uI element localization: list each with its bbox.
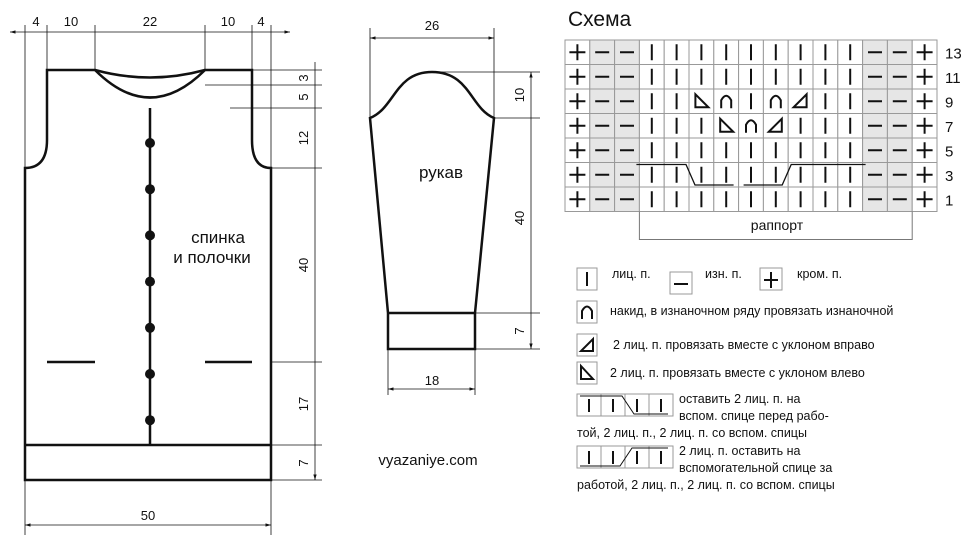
k2tog-right-symbol: [766, 116, 783, 133]
repeat-label: раппорт: [751, 217, 804, 233]
legend-symbols: [576, 267, 783, 469]
cable-front-symbol: [636, 163, 734, 186]
row-label: 9: [945, 94, 953, 111]
row-label: 13: [945, 45, 962, 62]
button-dot: [145, 276, 155, 287]
button-dot: [145, 322, 155, 333]
row-label: 3: [945, 168, 953, 185]
button-dot: [145, 415, 155, 426]
legend-k2tog-right: 2 лиц. п. провязать вместе с уклоном впр…: [613, 338, 875, 352]
chart-cell: [738, 186, 764, 212]
legend-cable-front: вспом. спице перед рабо-: [679, 409, 829, 423]
dim-top: 4: [32, 14, 39, 29]
repeat-bracket: [638, 211, 913, 240]
dim-side: 3: [296, 74, 311, 81]
sleeve-dim-side: 7: [512, 327, 527, 334]
cable-back-symbol: [743, 163, 866, 186]
body-piece: [10, 25, 322, 535]
legend-purl: изн. п.: [705, 267, 742, 281]
body-dimensions: 4 10 22 10 4 3 5 12 40 17 7 50: [32, 14, 311, 523]
dim-top: 4: [257, 14, 264, 29]
legend-cable-front: той, 2 лиц. п., 2 лиц. п. со вспом. спиц…: [577, 426, 807, 440]
chart-cell: [738, 113, 764, 139]
dim-side: 7: [296, 459, 311, 466]
legend-edge: кром. п.: [797, 267, 843, 281]
chart-cell: [713, 88, 740, 114]
dim-side: 40: [296, 258, 311, 272]
yarn-over-symbol: [769, 94, 782, 109]
row-label: 7: [945, 119, 953, 136]
chart-cell: [589, 186, 616, 212]
body-label: спинка: [191, 228, 245, 247]
button-dot: [145, 184, 155, 195]
watermark: vyazaniye.com: [378, 452, 477, 469]
legend-cable-back: 2 лиц. п. оставить на: [679, 444, 801, 458]
chart-cell: [837, 88, 864, 114]
sleeve-dim-side: 40: [512, 211, 527, 225]
legend-cable-back: вспомогательной спице за: [679, 461, 833, 475]
legend-k2tog-left: 2 лиц. п. провязать вместе с уклоном вле…: [610, 366, 865, 380]
button-dot: [145, 230, 155, 241]
k2tog-right-symbol: [791, 91, 808, 109]
legend-cable-back: работой, 2 лиц. п., 2 лиц. п. со вспом. …: [577, 478, 835, 492]
sleeve-dim-top: 26: [425, 18, 439, 33]
legend-knit: лиц. п.: [612, 267, 651, 281]
legend-yarn-over: накид, в изнаночном ряду провязать изнан…: [610, 304, 894, 318]
sleeve-dim-side: 10: [512, 88, 527, 102]
chart-cell: [762, 88, 789, 114]
button-dot: [145, 369, 155, 379]
dim-side: 17: [296, 397, 311, 411]
sleeve-dim-bottom: 18: [425, 373, 439, 388]
body-label: и полочки: [173, 248, 251, 267]
stitch-chart: 13 11 9 7 5 3 1: [564, 39, 962, 240]
buttons: [145, 138, 155, 426]
row-label: 11: [945, 70, 961, 87]
chart-title: Схема: [568, 8, 632, 31]
dim-top: 10: [221, 14, 235, 29]
dim-side: 5: [296, 93, 311, 100]
yarn-over-symbol: [745, 119, 757, 133]
k2tog-left-symbol: [694, 91, 711, 109]
dim-top: 10: [64, 14, 78, 29]
button-dot: [145, 138, 155, 148]
row-label: 1: [945, 192, 953, 209]
sleeve-label: рукав: [419, 163, 463, 182]
legend-cable-front: оставить 2 лиц. п. на: [679, 392, 801, 406]
dim-bottom: 50: [141, 508, 155, 523]
dim-side: 12: [296, 131, 311, 145]
k2tog-left-symbol: [719, 116, 736, 133]
yarn-over-symbol: [720, 94, 733, 109]
row-label: 5: [945, 143, 953, 160]
dim-top: 22: [143, 14, 157, 29]
chart-cell: [911, 137, 938, 163]
sleeve-piece: [368, 28, 540, 395]
